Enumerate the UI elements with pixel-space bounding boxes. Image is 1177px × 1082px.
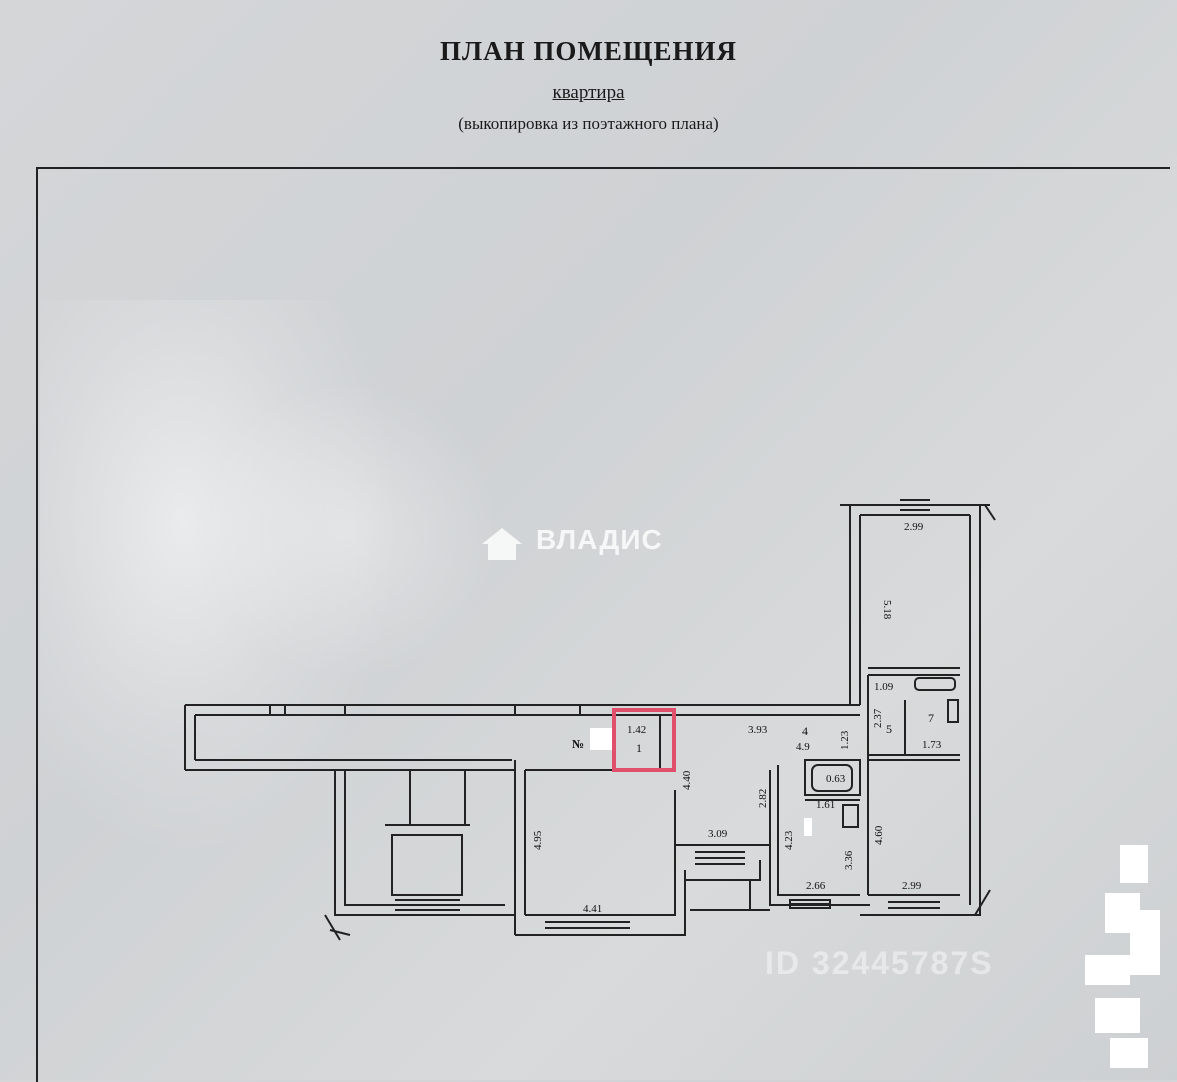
id-watermark: ID 32445787S bbox=[765, 945, 994, 981]
dim-living-height: 4.95 bbox=[532, 830, 544, 850]
dim-corridor-length: 3.93 bbox=[748, 724, 768, 736]
redaction-block bbox=[590, 728, 612, 750]
dim-living-width: 4.41 bbox=[583, 903, 602, 915]
redaction-block bbox=[1085, 955, 1130, 985]
dim-top-room-height: 5.18 bbox=[881, 600, 893, 620]
room-7-label: 7 bbox=[928, 711, 934, 725]
redaction-block bbox=[1110, 1038, 1148, 1068]
dim-small-room-depth: 1.61 bbox=[816, 799, 835, 811]
dim-room7-depth: 1.73 bbox=[922, 739, 942, 751]
dim-hall-height: 2.82 bbox=[757, 789, 769, 808]
dim-room1-width: 1.42 bbox=[627, 724, 646, 736]
dim-small-room-width: 0.63 bbox=[826, 773, 846, 785]
dim-top-room-width: 2.99 bbox=[904, 521, 924, 533]
apartment-number-prefix: № bbox=[572, 737, 584, 751]
room-1-label: 1 bbox=[636, 741, 642, 755]
dim-kitchen-inner: 3.36 bbox=[843, 850, 855, 870]
page-title: ПЛАН ПОМЕЩЕНИЯ bbox=[439, 36, 738, 66]
redaction-block bbox=[804, 818, 812, 836]
dim-hall-width: 3.09 bbox=[708, 828, 728, 840]
redaction-block bbox=[1095, 998, 1140, 1033]
dim-kitchen-width: 2.66 bbox=[806, 880, 826, 892]
dim-room4-side: 1.23 bbox=[839, 730, 851, 750]
home-logo-icon bbox=[482, 528, 522, 560]
dim-kitchen-height: 4.23 bbox=[783, 830, 795, 850]
subtitle-text: квартира bbox=[552, 82, 625, 103]
dim-right-room-height: 4.60 bbox=[873, 825, 885, 845]
dim-room5-side: 2.37 bbox=[872, 708, 884, 728]
dim-right-room-width: 2.99 bbox=[902, 880, 922, 892]
room-4-label: 4 bbox=[802, 724, 808, 738]
brand-watermark: ВЛАДИС bbox=[536, 524, 663, 555]
redaction-block bbox=[1130, 910, 1160, 975]
room-5-label: 5 bbox=[886, 722, 892, 736]
redaction-block bbox=[1120, 845, 1148, 883]
page-note: (выкопировка из поэтажного плана) bbox=[458, 114, 719, 133]
room-1-highlight bbox=[612, 708, 676, 772]
dim-room7-width: 1.09 bbox=[874, 681, 894, 693]
dim-room4-height: 4.40 bbox=[681, 770, 693, 790]
plan-frame bbox=[36, 167, 1170, 1082]
page-subtitle: квартира bbox=[0, 82, 1177, 104]
room-4-area: 4.9 bbox=[796, 741, 810, 753]
